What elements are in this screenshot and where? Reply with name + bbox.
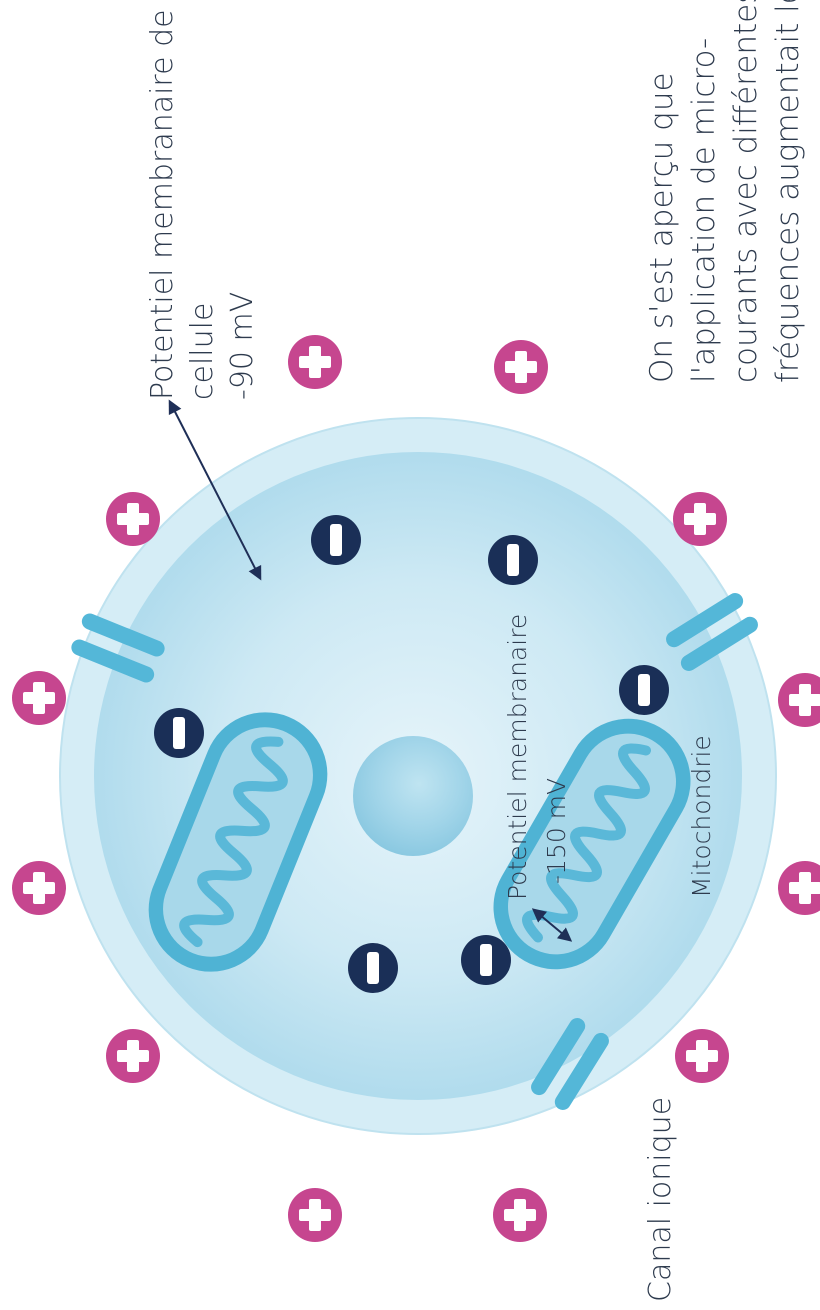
mito-potential-value: -150 mV bbox=[542, 778, 571, 884]
positive-ion bbox=[778, 861, 820, 915]
description-line-3: courants avec différentes bbox=[728, 0, 764, 383]
mito-potential-label-line1: Potentiel membranaire bbox=[503, 614, 532, 900]
nucleus bbox=[353, 736, 473, 856]
mitochondria-label: Mitochondrie bbox=[687, 735, 716, 898]
negative-ion bbox=[154, 708, 204, 758]
negative-ion bbox=[619, 665, 669, 715]
positive-ion bbox=[493, 1188, 547, 1242]
positive-ion bbox=[288, 1188, 342, 1242]
cell-potential-value: -90 mV bbox=[225, 292, 260, 400]
positive-ion bbox=[778, 673, 820, 727]
negative-ion bbox=[348, 943, 398, 993]
description-line-4: fréquences augmentait le bbox=[770, 0, 806, 383]
negative-ion bbox=[311, 515, 361, 565]
cell-potential-label-line2: cellule bbox=[185, 303, 220, 400]
description-line-1: On s'est aperçu que bbox=[644, 72, 680, 383]
negative-ion bbox=[461, 935, 511, 985]
negative-ion bbox=[488, 535, 538, 585]
positive-ion bbox=[12, 671, 66, 725]
positive-ion bbox=[494, 340, 548, 394]
positive-ion bbox=[675, 1029, 729, 1083]
positive-ion bbox=[106, 1029, 160, 1083]
description-text: On s'est aperçu que l'application de mic… bbox=[644, 0, 806, 383]
positive-ion bbox=[673, 492, 727, 546]
positive-ion bbox=[106, 492, 160, 546]
description-line-2: l'application de micro- bbox=[686, 38, 722, 383]
positive-ion bbox=[288, 335, 342, 389]
cell-potential-label-line1: Potentiel membranaire de la bbox=[145, 0, 180, 400]
positive-ion bbox=[12, 861, 66, 915]
ion-channel-label: Canal ionique bbox=[643, 1097, 678, 1302]
